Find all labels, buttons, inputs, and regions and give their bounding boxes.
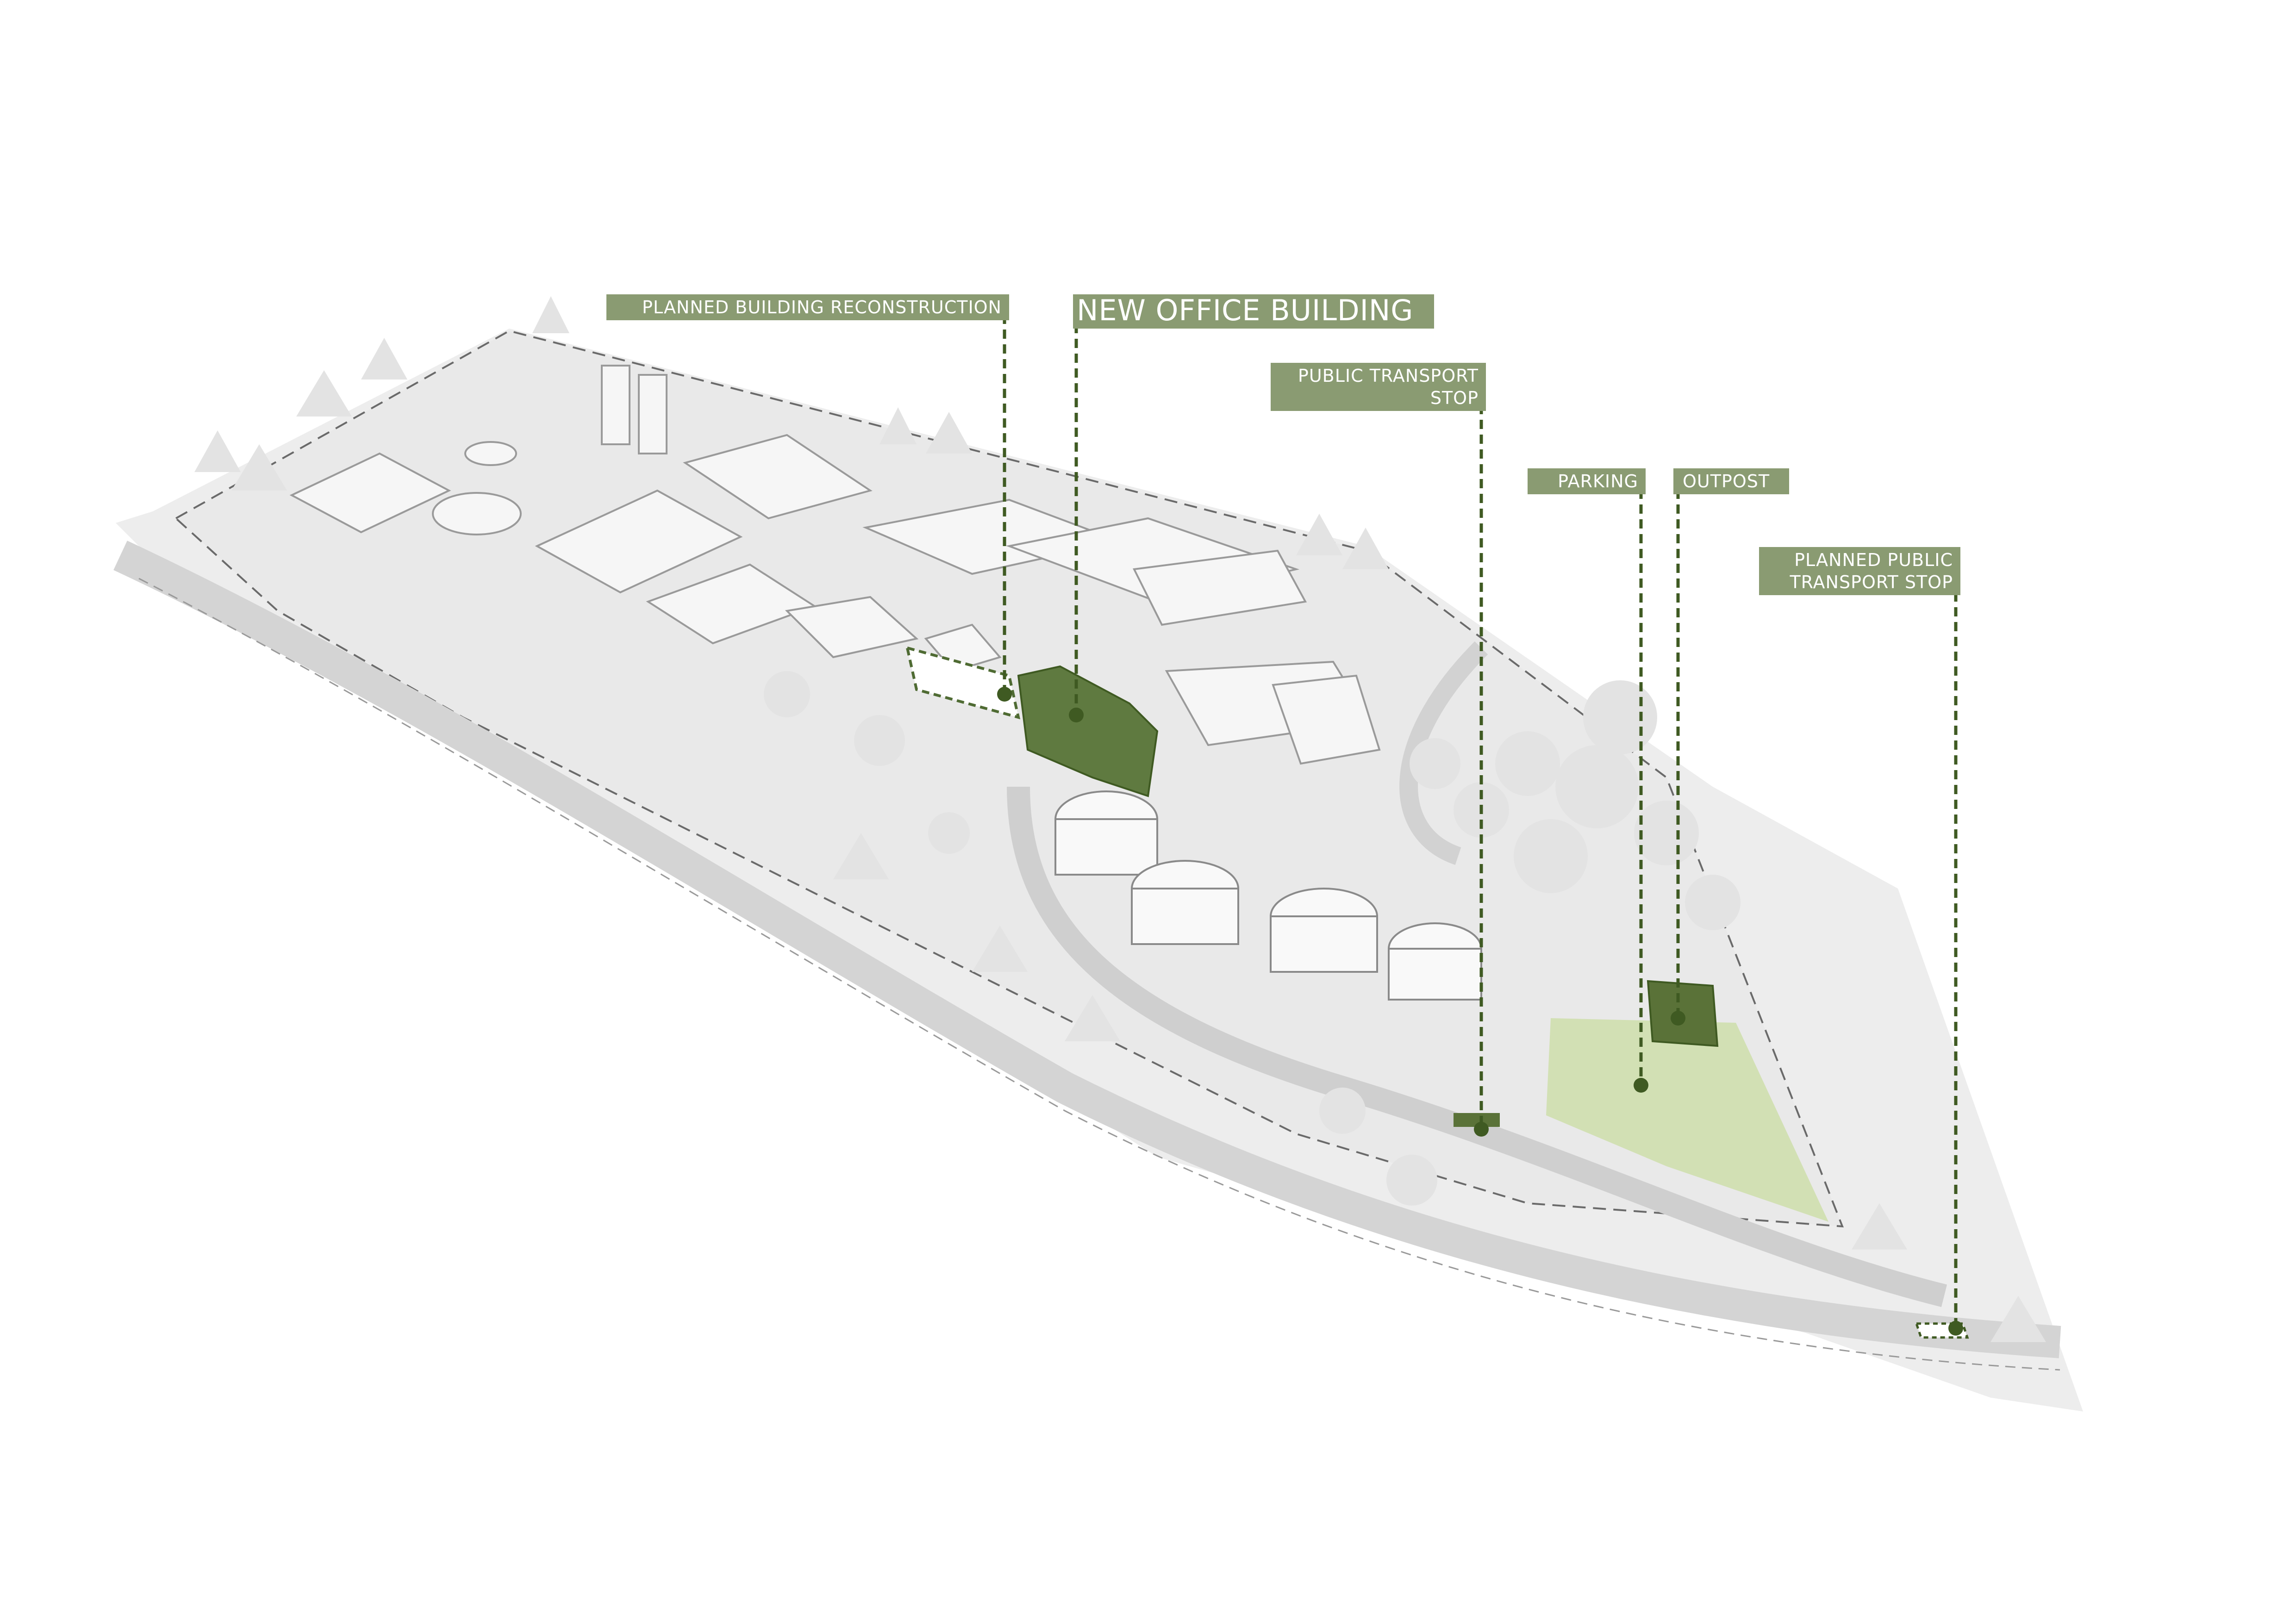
planned-reconstruction-footprint [905,646,1021,720]
leader-dots [997,687,1963,1336]
label-planned-public-transport-stop: PLANNED PUBLIC TRANSPORT STOP [1759,547,1960,595]
tree-cluster [194,296,2046,1342]
existing-buildings [289,365,1381,765]
new-office-building-shape [1017,665,1159,797]
label-new-office-building: NEW OFFICE BUILDING [1073,294,1434,329]
label-planned-building-reconstruction: PLANNED BUILDING RECONSTRUCTION [606,294,1009,320]
label-outpost: OUTPOST [1673,468,1789,494]
storage-tanks [1054,790,1482,1001]
label-public-transport-stop: PUBLIC TRANSPORT STOP [1271,363,1486,411]
leader-lines [1003,315,1958,1328]
label-parking: PARKING [1528,468,1646,494]
parking-area [1546,1018,1828,1222]
